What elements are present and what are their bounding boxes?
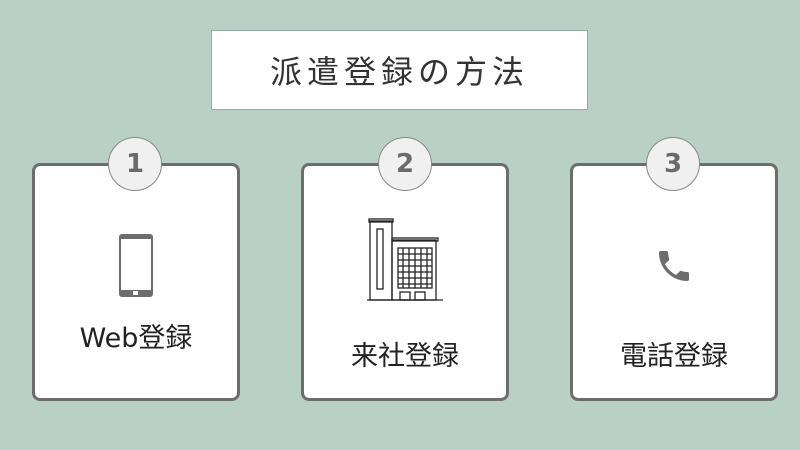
step-card-visit[interactable]: 来社登録 bbox=[301, 163, 509, 401]
step-number-badge: 3 bbox=[646, 137, 700, 191]
step-label: 電話登録 bbox=[620, 341, 728, 372]
step-label: Web登録 bbox=[79, 323, 193, 354]
step-number-badge: 2 bbox=[378, 137, 432, 191]
step-card-phone[interactable]: 電話登録 bbox=[570, 163, 778, 401]
page-title: 派遣登録の方法 bbox=[211, 30, 588, 110]
smartphone-icon bbox=[119, 234, 153, 297]
step-number-badge: 1 bbox=[108, 137, 162, 191]
office-building-icon bbox=[367, 218, 443, 301]
step-label: 来社登録 bbox=[351, 341, 459, 372]
phone-icon bbox=[659, 251, 689, 281]
step-card-web[interactable]: Web登録 bbox=[32, 163, 240, 401]
